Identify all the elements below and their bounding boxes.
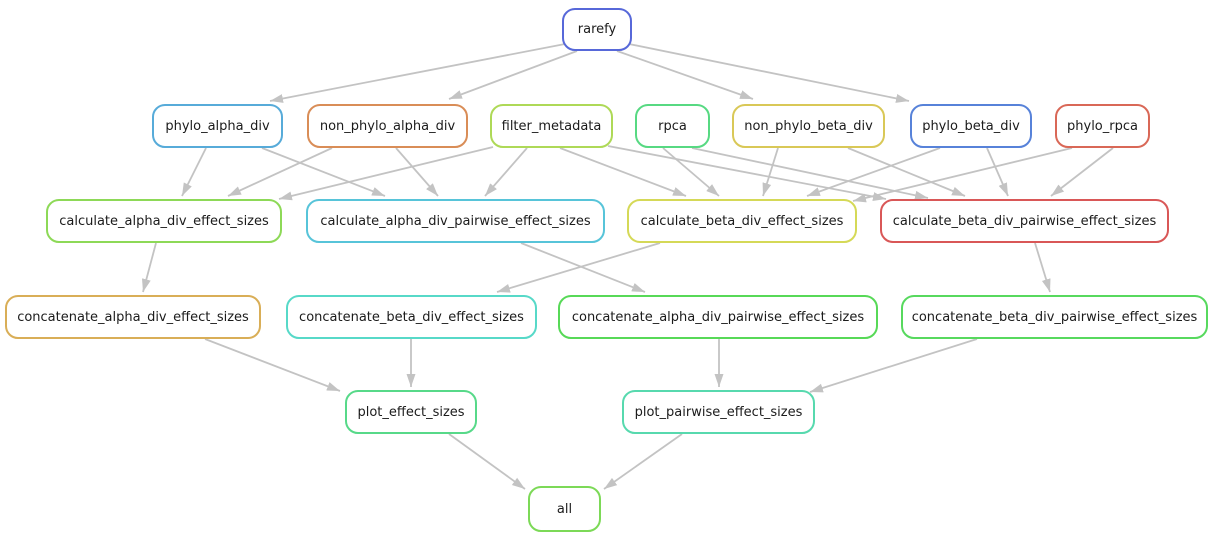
dag-node-non_phylo_beta_div: non_phylo_beta_div (732, 104, 885, 148)
dag-node-non_phylo_alpha_div: non_phylo_alpha_div (307, 104, 468, 148)
dag-node-concatenate_alpha_div_pairwise_effect_sizes: concatenate_alpha_div_pairwise_effect_si… (558, 295, 878, 339)
dag-edge-rarefy-to-non_phylo_beta_div (616, 50, 754, 100)
dag-node-label: phylo_alpha_div (165, 118, 270, 134)
dag-edge-non_phylo_beta_div-to-calculate_beta_div_pairwise_effect_sizes (847, 147, 966, 197)
dag-edge-filter_metadata-to-calculate_beta_div_pairwise_effect_sizes (607, 145, 887, 201)
dag-node-label: concatenate_alpha_div_pairwise_effect_si… (571, 309, 865, 325)
dag-node-rpca: rpca (635, 104, 710, 148)
dag-edge-rpca-to-calculate_beta_div_effect_sizes (662, 147, 720, 197)
dag-edge-rarefy-to-phylo_alpha_div (269, 43, 566, 103)
dag-node-concatenate_beta_div_pairwise_effect_sizes: concatenate_beta_div_pairwise_effect_siz… (901, 295, 1208, 339)
dag-edge-phylo_beta_div-to-calculate_beta_div_effect_sizes (806, 147, 941, 197)
dag-edge-filter_metadata-to-calculate_beta_div_effect_sizes (559, 147, 687, 197)
dag-edge-concatenate_beta_div_pairwise_effect_sizes-to-plot_pairwise_effect_sizes (809, 338, 978, 393)
dag-node-label: concatenate_beta_div_effect_sizes (299, 309, 524, 325)
dag-node-label: calculate_beta_div_pairwise_effect_sizes (892, 213, 1157, 229)
dag-node-all: all (528, 486, 601, 532)
dag-node-label: concatenate_beta_div_pairwise_effect_siz… (911, 309, 1198, 325)
dag-node-phylo_alpha_div: phylo_alpha_div (152, 104, 283, 148)
dag-node-label: calculate_alpha_div_effect_sizes (59, 213, 269, 229)
dag-edge-phylo_rpca-to-calculate_beta_div_effect_sizes (852, 147, 1073, 203)
dag-node-concatenate_beta_div_effect_sizes: concatenate_beta_div_effect_sizes (286, 295, 537, 339)
dag-edge-non_phylo_beta_div-to-calculate_beta_div_effect_sizes (762, 147, 779, 197)
dag-edge-plot_effect_sizes-to-all (448, 433, 526, 490)
dag-node-calculate_beta_div_effect_sizes: calculate_beta_div_effect_sizes (627, 199, 857, 243)
dag-edge-phylo_alpha_div-to-calculate_alpha_div_effect_sizes (181, 147, 207, 197)
dag-node-plot_pairwise_effect_sizes: plot_pairwise_effect_sizes (622, 390, 815, 434)
dag-edge-phylo_rpca-to-calculate_beta_div_pairwise_effect_sizes (1050, 147, 1114, 197)
dag-edge-rpca-to-calculate_beta_div_pairwise_effect_sizes (691, 147, 929, 200)
dag-node-label: plot_effect_sizes (357, 404, 465, 420)
dag-node-label: phylo_beta_div (922, 118, 1020, 134)
dag-node-phylo_beta_div: phylo_beta_div (910, 104, 1032, 148)
dag-node-label: filter_metadata (501, 118, 602, 134)
dag-edge-calculate_beta_div_pairwise_effect_sizes-to-concatenate_beta_div_pairwise_effect_sizes (1034, 242, 1051, 293)
dag-node-label: rpca (658, 118, 687, 134)
dag-node-label: non_phylo_alpha_div (319, 118, 456, 134)
dag-node-label: phylo_rpca (1067, 118, 1138, 134)
dag-node-label: all (556, 501, 573, 517)
dag-edge-phylo_alpha_div-to-calculate_alpha_div_pairwise_effect_sizes (261, 147, 386, 197)
dag-node-label: rarefy (577, 22, 617, 37)
dag-node-filter_metadata: filter_metadata (490, 104, 613, 148)
dag-edge-calculate_alpha_div_effect_sizes-to-concatenate_alpha_div_effect_sizes (141, 242, 157, 293)
dag-edge-calculate_alpha_div_pairwise_effect_sizes-to-concatenate_alpha_div_pairwise_effect_sizes (520, 242, 646, 293)
dag-edge-non_phylo_alpha_div-to-calculate_alpha_div_pairwise_effect_sizes (395, 147, 439, 197)
dag-edge-calculate_beta_div_effect_sizes-to-concatenate_beta_div_effect_sizes (496, 242, 661, 293)
dag-node-label: non_phylo_beta_div (744, 118, 873, 134)
dag-node-label: concatenate_alpha_div_effect_sizes (17, 309, 249, 325)
dag-edge-plot_pairwise_effect_sizes-to-all (603, 433, 683, 490)
dag-edge-filter_metadata-to-calculate_alpha_div_effect_sizes (278, 146, 494, 201)
dag-node-label: plot_pairwise_effect_sizes (634, 404, 803, 420)
dag-edge-non_phylo_alpha_div-to-calculate_alpha_div_effect_sizes (227, 147, 333, 197)
dag-node-label: calculate_alpha_div_pairwise_effect_size… (320, 213, 591, 229)
dag-edge-concatenate_alpha_div_effect_sizes-to-plot_effect_sizes (204, 338, 341, 392)
dag-node-label: calculate_beta_div_effect_sizes (640, 213, 844, 229)
dag-node-calculate_alpha_div_pairwise_effect_sizes: calculate_alpha_div_pairwise_effect_size… (306, 199, 605, 243)
dag-node-rarefy: rarefy (562, 8, 632, 51)
dag-edge-group (141, 43, 1114, 490)
dag-node-concatenate_alpha_div_effect_sizes: concatenate_alpha_div_effect_sizes (5, 295, 261, 339)
dag-node-calculate_alpha_div_effect_sizes: calculate_alpha_div_effect_sizes (46, 199, 282, 243)
dag-edge-phylo_beta_div-to-calculate_beta_div_pairwise_effect_sizes (986, 147, 1009, 197)
dag-node-calculate_beta_div_pairwise_effect_sizes: calculate_beta_div_pairwise_effect_sizes (880, 199, 1169, 243)
dag-edge-rarefy-to-non_phylo_alpha_div (448, 50, 578, 100)
dag-edge-rarefy-to-phylo_beta_div (628, 43, 910, 103)
dag-node-phylo_rpca: phylo_rpca (1055, 104, 1150, 148)
dag-edge-filter_metadata-to-calculate_alpha_div_pairwise_effect_sizes (484, 147, 528, 197)
dag-node-plot_effect_sizes: plot_effect_sizes (345, 390, 477, 434)
